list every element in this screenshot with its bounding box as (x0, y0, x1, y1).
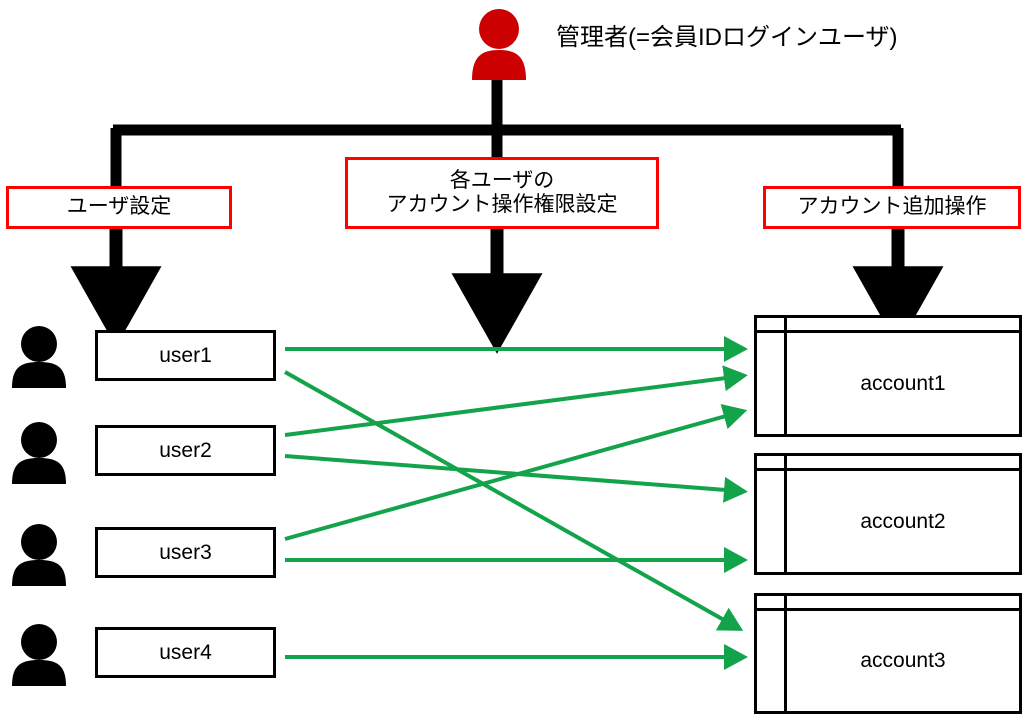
account1-header-cell-right (787, 318, 1019, 330)
admin-label: 管理者(=会員IDログインユーザ) (556, 24, 898, 51)
account3-header-cell-left (757, 596, 787, 608)
account-label-account2: account2 (860, 509, 946, 533)
operation-label-permission-line2: アカウント操作権限設定 (386, 193, 618, 216)
operation-label-user-settings: ユーザ設定 (66, 195, 172, 219)
operation-label-account-add: アカウント追加操作 (797, 195, 987, 219)
mapping-user2-account1 (284, 365, 748, 437)
account-label-account3: account3 (860, 649, 946, 672)
user-box-user1[interactable]: user1 (95, 330, 276, 381)
person-icon-user2 (12, 422, 66, 484)
account-box-account2[interactable]: account2 (754, 453, 1022, 575)
account3-header-cell-right (787, 596, 1019, 608)
account3-body-cell-left (757, 611, 787, 711)
user-box-user3[interactable]: user3 (95, 527, 276, 578)
operation-box-account-add[interactable]: アカウント追加操作 (763, 186, 1021, 229)
account1-header-row (757, 318, 1019, 333)
operation-box-permission-settings[interactable]: 各ユーザの アカウント操作権限設定 (345, 157, 659, 229)
account1-header-cell-left (757, 318, 787, 330)
account2-header-row (757, 456, 1019, 471)
person-icon-user3 (12, 524, 66, 586)
operation-box-user-settings[interactable]: ユーザ設定 (6, 186, 232, 229)
account2-header-cell-left (757, 456, 787, 468)
account2-body-row: account2 (757, 471, 1019, 572)
user-label-user1: user1 (159, 343, 212, 367)
person-icon-user1 (12, 326, 66, 388)
account3-header-row (757, 596, 1019, 611)
account2-body-cell-left (757, 471, 787, 572)
mapping-user2-account2 (284, 454, 748, 503)
user-label-user3: user3 (159, 540, 212, 564)
operation-label-permission-line1: 各ユーザの (449, 168, 555, 192)
person-icon-user4 (12, 624, 66, 686)
user-box-user4[interactable]: user4 (95, 627, 276, 678)
mapping-user1-account3 (284, 370, 744, 631)
account1-body-cell-left (757, 333, 787, 434)
user-label-user4: user4 (159, 640, 212, 664)
admin-person-icon (472, 9, 526, 80)
account2-header-cell-right (787, 456, 1019, 468)
account-box-account1[interactable]: account1 (754, 315, 1022, 437)
mapping-user3-account1 (284, 404, 748, 541)
user-box-user2[interactable]: user2 (95, 425, 276, 476)
account3-body-row: account3 (757, 611, 1019, 711)
account-label-account1: account1 (860, 371, 946, 395)
user-label-user2: user2 (159, 438, 212, 462)
account-box-account3[interactable]: account3 (754, 593, 1022, 714)
account1-body-row: account1 (757, 333, 1019, 434)
